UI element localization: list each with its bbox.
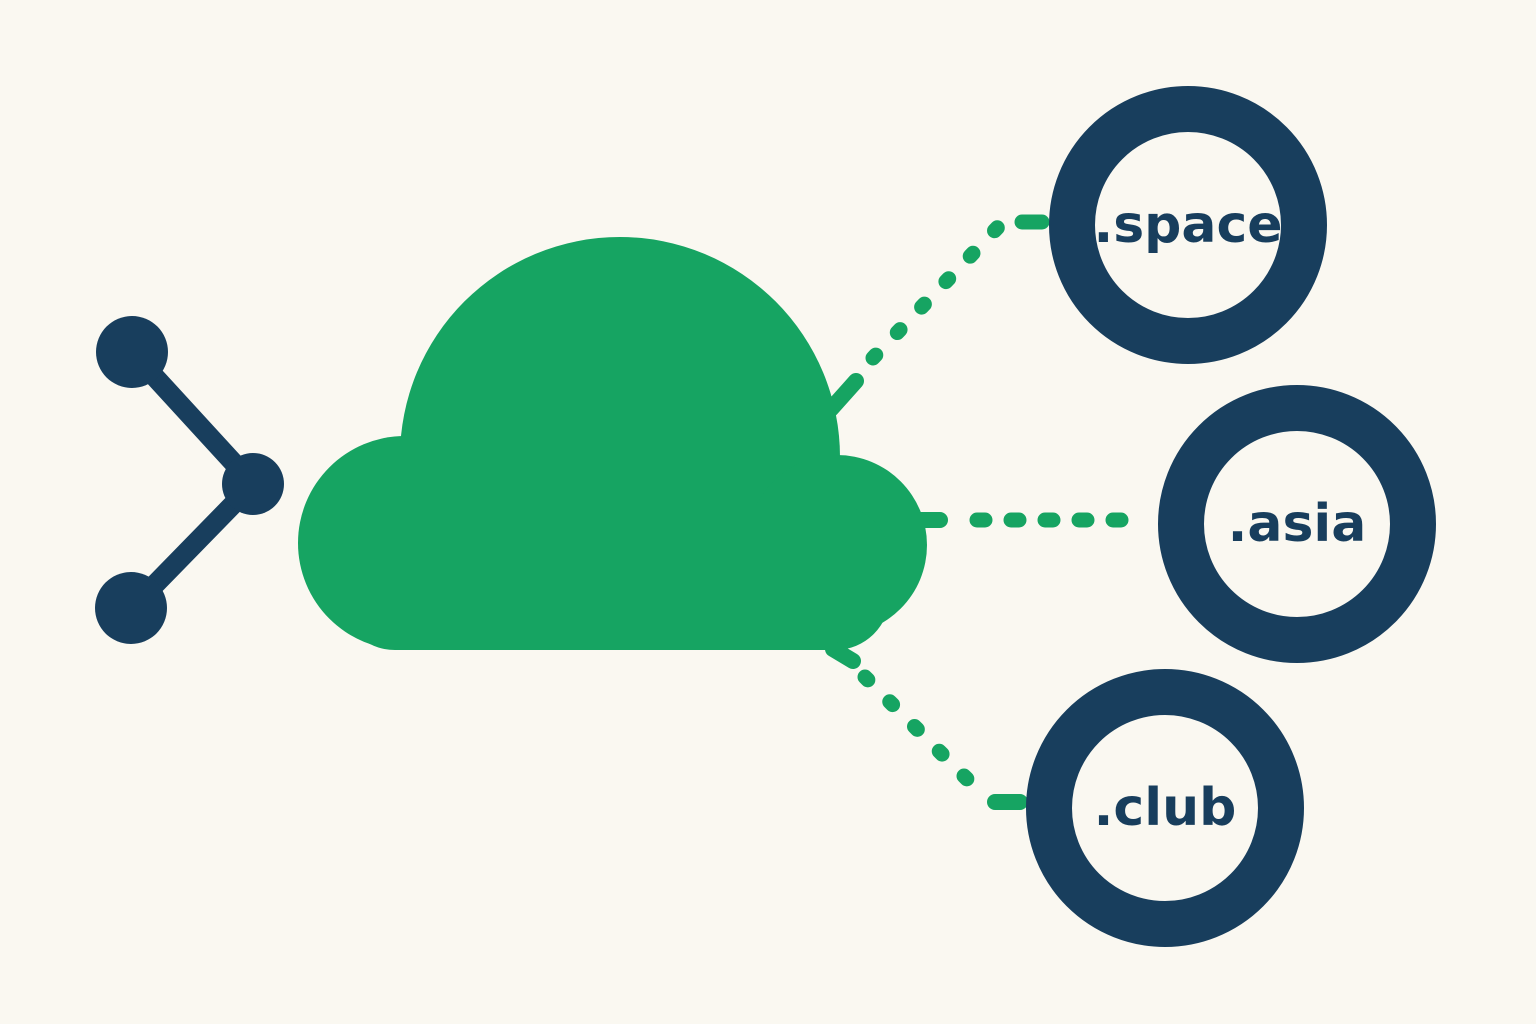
cloud-icon [298,237,927,684]
share-icon-node-bottom [95,572,167,644]
ring-space [1049,86,1327,364]
dashed-connector-space [823,214,1050,417]
cloud-bottom-trim [497,650,743,684]
tld-ring-asia [1158,385,1436,663]
connector-space-dots [865,218,1007,366]
connector-club-stub [825,641,861,669]
tld-label-space: .space [1093,195,1283,255]
connector-club-dots [857,669,975,787]
share-network-icon [95,316,284,644]
ring-club [1026,669,1304,947]
share-icon-node-top [96,316,168,388]
connector-space-stub [823,373,864,417]
tld-ring-club [1026,669,1304,947]
tld-ring-space [1049,86,1327,364]
dashed-connector-club [825,641,1028,810]
share-icon-node-middle [222,453,284,515]
cloud-base [340,505,890,650]
tld-label-club: .club [1093,778,1237,838]
tld-label-asia: .asia [1227,494,1367,554]
ring-asia [1158,385,1436,663]
